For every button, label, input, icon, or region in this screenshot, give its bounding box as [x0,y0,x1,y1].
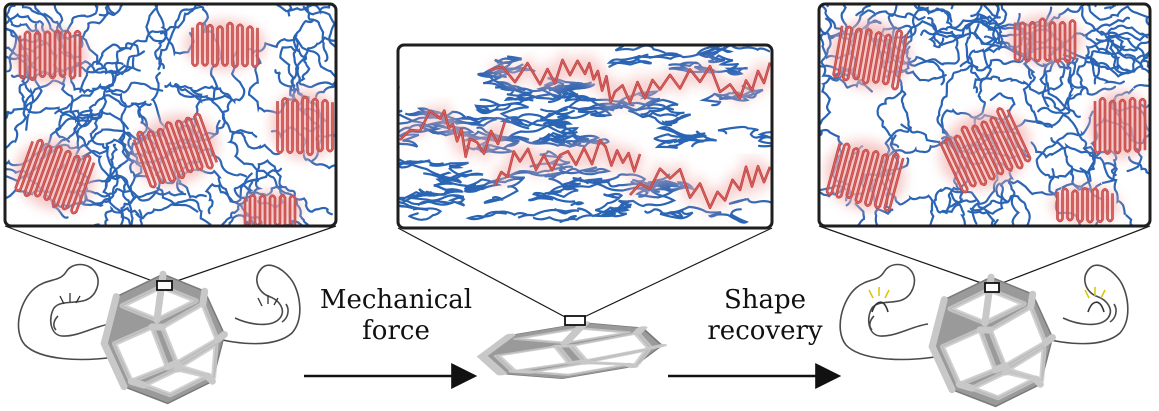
polymer-chain [640,98,692,127]
shape-recovery-label: Shape recovery [690,285,840,347]
polymer-chain [644,205,749,224]
zoom-spot [984,282,1000,293]
crystalline-domain [270,90,336,160]
polymer-chain [1089,30,1126,85]
polymer-chain [76,94,147,192]
effort-marks-left [59,293,279,307]
polymer-chain [79,30,195,93]
polymer-chain [160,4,226,35]
polymer-chain [174,83,281,156]
crystalline-domains [825,15,1150,224]
polymer-chain [156,186,215,226]
polymer-chain [949,192,999,226]
polymer-chain [80,174,134,226]
polymer-chain [5,9,43,131]
polymer-chain [5,16,30,76]
polymer-chain [423,169,525,204]
shape-recovery-line-2: recovery [707,316,823,346]
crystalline-domain [14,138,96,215]
polymer-chain [1088,221,1143,226]
crystalline-domain [12,27,88,83]
polymer-chain [531,106,592,144]
polymer-chain [536,76,596,104]
mechanical-force-label: Mechanical force [306,285,486,347]
zoom-guides [4,225,1151,319]
polymer-chain [820,4,866,89]
polymer-chain [965,194,1031,226]
polymer-chain [1082,147,1150,226]
polymer-chain [1080,6,1150,60]
polymer-chain [29,4,99,41]
shape-recovery-line-1: Shape [723,285,807,315]
spark-marks-right [868,287,1106,299]
polymer-chain [247,54,298,115]
crystalline-domain [1089,90,1150,160]
crystalline-domain [239,191,301,226]
polymer-chain [68,113,119,207]
polymer-chain [653,126,706,149]
crystalline-domain [938,107,1032,194]
polymer-chain [473,92,582,120]
crystalline-domains [12,20,336,226]
polymer-chain [398,190,456,221]
polymer-chain [653,130,717,148]
polymer-chain [53,4,146,76]
zoom-frame [817,2,1152,228]
panel-deformed [396,43,774,230]
polymer-chain [933,182,1004,215]
polymer-chain [576,95,649,117]
polymer-chain [408,159,484,197]
polymer-chain [972,4,1009,45]
flexed-arms-right [839,263,1129,361]
polymer-chain [579,173,681,193]
zoom-spot [156,280,173,291]
polymer-chain [717,125,772,148]
polymer-chain [98,4,168,70]
polymer-chain [398,158,463,192]
polymer-chain [927,15,1004,68]
polymer-chain [696,46,739,66]
zoom-frame [3,2,338,228]
stretched-crystalline-chains [398,47,772,219]
mechanical-force-line-2: force [362,316,430,346]
polymer-chain [999,162,1119,204]
panel-recovered [817,2,1152,228]
crystalline-domain [184,20,266,70]
biceps-bumps-right [871,301,1105,313]
polymer-chain [5,4,18,73]
polymer-chain [22,4,124,49]
panel-original [3,2,338,250]
polymer-chain [606,53,682,68]
mechanical-force-line-1: Mechanical [319,285,473,315]
polymer-chain [819,202,870,226]
polymer-chain [1037,106,1096,188]
zoom-spot [564,315,586,326]
polymer-chain [398,188,466,210]
crystalline-domain [132,112,218,189]
polymer-chain [302,5,336,89]
lattice-compressed [476,321,668,380]
flexed-arms-left [17,263,301,361]
lattice-original [100,270,228,405]
polymer-chain [465,208,580,221]
polymer-chain [18,56,99,117]
zoom-frame [396,43,774,230]
polymer-chain [819,4,829,8]
polymer-chain [728,197,772,227]
polymer-chain [532,199,633,224]
polymer-chain [130,229,233,250]
polymer-chain [1107,24,1149,75]
polymer-chain [145,4,222,43]
crystalline-domain [1007,15,1083,65]
crystalline-domain [1050,186,1120,224]
polymer-chain [184,179,260,226]
polymer-chain [933,209,996,226]
crystalline-domain [825,140,905,212]
polymer-chain [847,208,886,226]
polymer-chain [995,162,1039,226]
crystalline-domain [829,20,911,91]
